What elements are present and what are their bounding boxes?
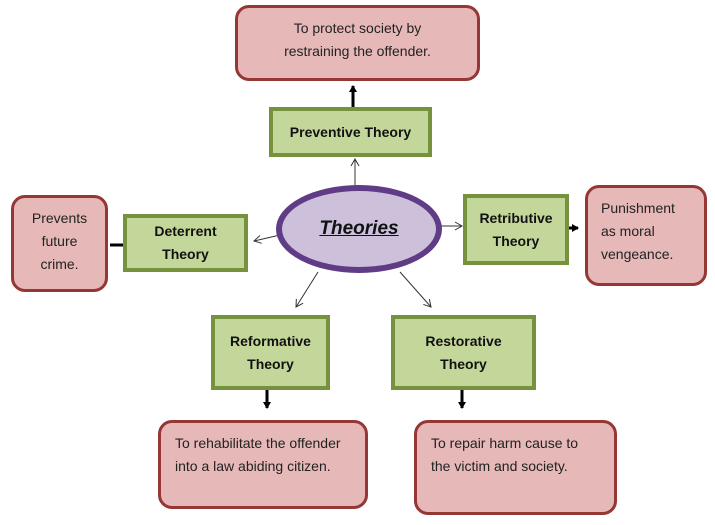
retributive-description-text: Punishment as moral vengeance.	[601, 200, 675, 262]
deterrent-theory-box: Deterrent Theory	[123, 214, 248, 272]
arrow-to-deterrent	[253, 234, 281, 244]
preventive-theory-box: Preventive Theory	[269, 107, 432, 157]
reformative-theory-label: Reformative Theory	[230, 332, 311, 372]
preventive-description-text: To protect society by restraining the of…	[284, 20, 431, 59]
theories-center-node: Theories	[276, 185, 442, 273]
reformative-theory-box: Reformative Theory	[211, 315, 330, 390]
restorative-theory-label: Restorative Theory	[425, 332, 502, 372]
retributive-theory-label: Retributive Theory	[479, 209, 553, 249]
deterrent-theory-label: Deterrent Theory	[154, 223, 217, 262]
reformative-description-text: To rehabilitate the offender into a law …	[175, 435, 341, 474]
retributive-description-box: Punishment as moral vengeance.	[585, 185, 707, 286]
restorative-theory-box: Restorative Theory	[391, 315, 536, 390]
preventive-theory-label: Preventive Theory	[289, 123, 412, 140]
reformative-description-box: To rehabilitate the offender into a law …	[158, 420, 368, 509]
deterrent-description-text: Prevents future crime.	[31, 210, 88, 272]
retributive-theory-box: Retributive Theory	[463, 194, 569, 265]
restorative-description-box: To repair harm cause to the victim and s…	[414, 420, 617, 515]
deterrent-description-box: Prevents future crime.	[11, 195, 108, 292]
restorative-description-text: To repair harm cause to the victim and s…	[431, 435, 579, 474]
arrow-to-restorative	[399, 271, 432, 308]
center-label: Theories	[319, 218, 399, 239]
arrow-to-reformative	[295, 271, 319, 308]
preventive-description-box: To protect society by restraining the of…	[235, 5, 480, 81]
